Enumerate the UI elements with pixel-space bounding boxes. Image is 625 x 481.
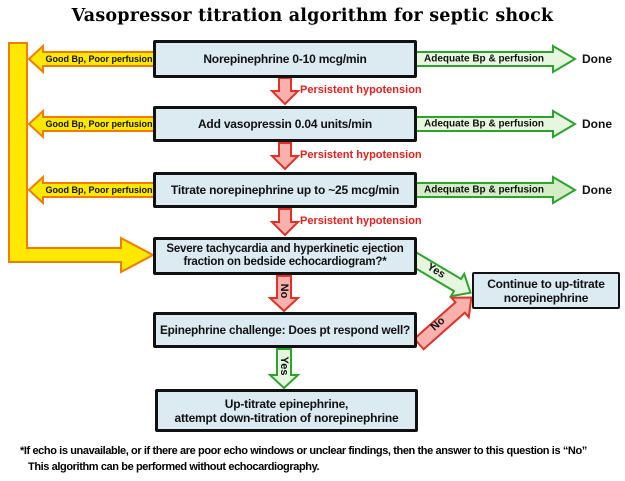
final-box-line2: attempt down-titration of norepinephrine — [174, 410, 399, 425]
step-box-norepinephrine-text: Norepinephrine 0-10 mcg/min — [203, 52, 367, 66]
echo-box-line1: Severe tachycardia and hyperkinetic ejec… — [166, 242, 404, 255]
red-no-diagonal-arrow — [412, 296, 473, 351]
step-box-vasopressin-text: Add vasopressin 0.04 units/min — [197, 117, 373, 131]
echo-box-line2: fraction on bedside echocardiogram?* — [183, 256, 387, 268]
green-right-arrow-row2 — [414, 109, 577, 139]
green-right-arrow-row3 — [414, 175, 577, 205]
adequate-bp-label-row3: Adequate Bp & perfusion — [423, 184, 545, 196]
red-down-arrow-2 — [269, 142, 301, 171]
done-label-row1: Done — [582, 52, 612, 66]
red-no-down-arrow — [267, 275, 301, 313]
step-box-continue-uptitrate: Continue to up-titrate norepinephrine — [472, 272, 620, 309]
yes-label-vertical: Yes — [278, 356, 290, 376]
step-box-titrate-norepinephrine-text: Titrate norepinephrine up to ~25 mcg/min — [170, 183, 400, 197]
red-down-arrow-3 — [269, 208, 301, 237]
decision-box-echocardiogram: Severe tachycardia and hyperkinetic ejec… — [153, 237, 417, 275]
final-box-line1: Up-titrate epinephrine, — [224, 396, 349, 411]
done-label-row3: Done — [582, 183, 612, 197]
step-box-norepinephrine: Norepinephrine 0-10 mcg/min — [153, 40, 417, 78]
step-box-uptitrate-epinephrine: Up-titrate epinephrine, attempt down-tit… — [155, 389, 418, 432]
epinephrine-box-text: Epinephrine challenge: Does pt respond w… — [159, 323, 411, 337]
persistent-hypotension-label-3: Persistent hypotension — [300, 215, 422, 227]
page-title: Vasopressor titration algorithm for sept… — [71, 6, 554, 26]
footnote-line2: This algorithm can be performed without … — [28, 461, 320, 473]
persistent-hypotension-label-1: Persistent hypotension — [300, 84, 422, 96]
good-bp-label-row1: Good Bp, Poor perfusion — [45, 54, 153, 64]
continue-box-line1: Continue to up-titrate — [487, 276, 605, 291]
done-label-row2: Done — [582, 117, 612, 131]
yellow-return-arrow — [8, 42, 156, 274]
adequate-bp-label-row2: Adequate Bp & perfusion — [423, 118, 545, 130]
continue-box-line2: norepinephrine — [503, 290, 589, 305]
green-right-arrow-row1 — [414, 44, 577, 74]
decision-box-epinephrine-challenge: Epinephrine challenge: Does pt respond w… — [153, 312, 417, 348]
footnote-line1: *If echo is unavailable, or if there are… — [20, 445, 587, 457]
red-down-arrow-1 — [269, 77, 301, 106]
no-label-vertical: No — [278, 283, 290, 299]
good-bp-label-row2: Good Bp, Poor perfusion — [45, 119, 153, 129]
persistent-hypotension-label-2: Persistent hypotension — [300, 149, 422, 161]
good-bp-label-row3: Good Bp, Poor perfusion — [45, 185, 153, 195]
green-yes-down-arrow — [267, 348, 301, 390]
step-box-vasopressin: Add vasopressin 0.04 units/min — [153, 106, 417, 142]
step-box-titrate-norepinephrine: Titrate norepinephrine up to ~25 mcg/min — [153, 172, 417, 208]
adequate-bp-label-row1: Adequate Bp & perfusion — [423, 53, 545, 65]
